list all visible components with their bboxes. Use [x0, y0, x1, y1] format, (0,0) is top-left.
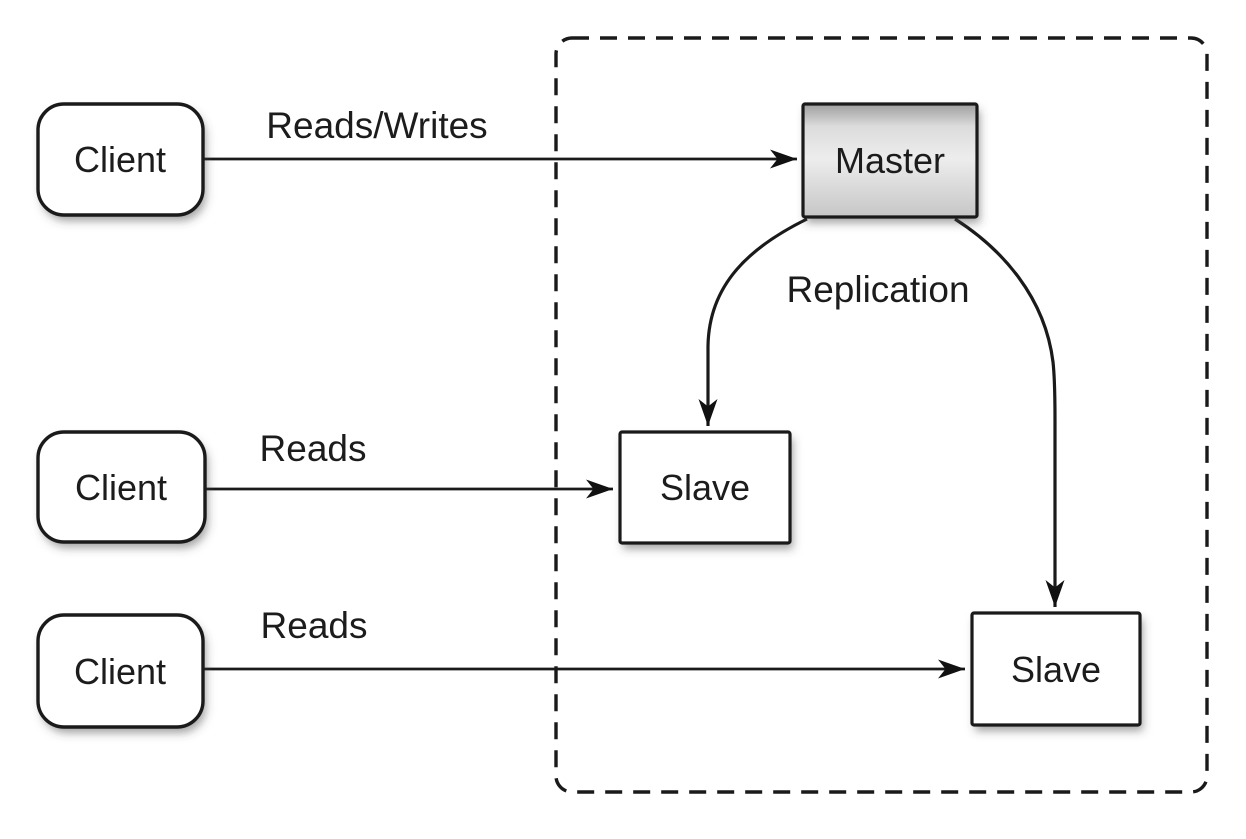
edge-replication-to-slave2-arrow	[954, 217, 1065, 607]
client2-label: Client	[75, 467, 167, 508]
slave2-node	[972, 613, 1140, 725]
cluster-boundary-dashed-box	[554, 36, 1209, 794]
client3-node	[38, 615, 203, 727]
master-node-border	[801, 102, 979, 219]
slave2-label: Slave	[1011, 649, 1101, 690]
slave1-label: Slave	[660, 467, 750, 508]
slave2-node-border	[970, 611, 1142, 727]
edge-replication-label: Replication	[786, 269, 969, 310]
client1-label: Client	[74, 139, 166, 180]
client2-node	[38, 432, 205, 542]
slave1-node	[620, 432, 790, 543]
client3-node-border	[36, 613, 205, 729]
client2-node-border	[36, 430, 207, 544]
node-borders	[36, 102, 1142, 729]
master-node	[803, 104, 977, 217]
client3-label: Client	[74, 651, 166, 692]
slave1-node-border	[618, 430, 792, 545]
edge-reads-mid-label: Reads	[260, 428, 367, 469]
client1-node-border	[36, 102, 205, 217]
master-label: Master	[835, 140, 945, 181]
edge-reads-bottom-label: Reads	[261, 605, 368, 646]
edge-replication-to-slave1-arrow	[698, 217, 808, 426]
client1-node	[38, 104, 203, 215]
edge-reads-writes-label: Reads/Writes	[266, 105, 487, 146]
